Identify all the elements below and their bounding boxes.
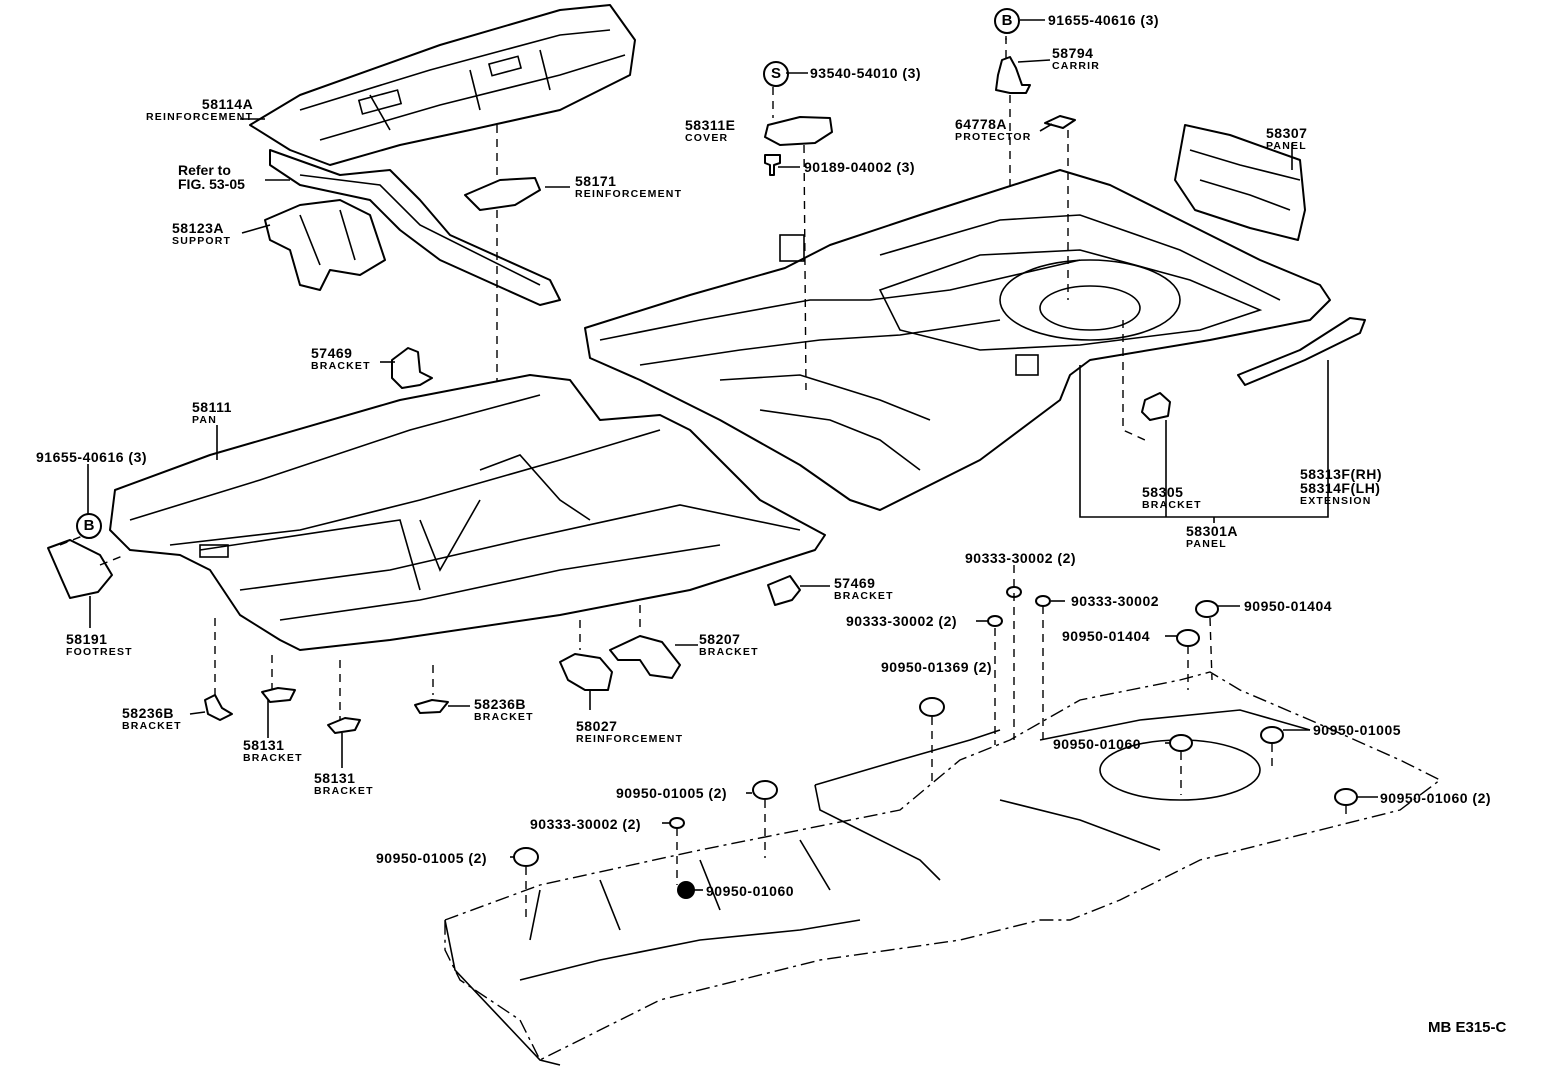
part-57469-bracket-b	[767, 575, 801, 606]
refer-to-note: Refer to FIG. 53-05	[178, 163, 245, 191]
label-90333-b: 90333-30002	[1071, 593, 1160, 609]
symbol-s: S	[763, 61, 789, 87]
label-leaders	[87, 19, 1378, 891]
label-90950-01005-b: 90950-01005 (2)	[616, 785, 728, 801]
label-90950-01404-a: 90950-01404	[1244, 598, 1333, 614]
part-58301A-panel	[584, 169, 1331, 511]
part-58313F-extension	[1237, 317, 1366, 386]
part-58131-bracket-a	[261, 687, 296, 703]
label-90950-01005-c: 90950-01005 (2)	[376, 850, 488, 866]
label-93540: 93540-54010 (3)	[810, 65, 922, 81]
part-90189-bolt	[764, 154, 781, 176]
diagram-code: MB E315-C	[1428, 1019, 1507, 1036]
label-90950-01060-c: 90950-01060	[706, 883, 795, 899]
plug-leaders	[525, 38, 1347, 918]
leader-58305	[1122, 320, 1146, 441]
part-58171-reinforcement	[464, 177, 541, 211]
symbol-b-left: B	[76, 513, 102, 539]
part-58111-pan	[109, 374, 826, 651]
part-58027-reinforcement	[559, 653, 613, 691]
part-58207-bracket	[609, 635, 681, 679]
label-90950-01060-a: 90950-01060	[1053, 736, 1142, 752]
part-58794-carrier	[995, 56, 1031, 94]
bracket-58301A	[1079, 360, 1329, 518]
plugs	[513, 586, 1358, 899]
label-90189: 90189-04002 (3)	[804, 159, 916, 175]
part-58131-bracket-b	[327, 717, 361, 734]
part-58307-panel	[1174, 124, 1306, 241]
part-58191-footrest	[47, 539, 113, 599]
leader-b-footrest	[59, 534, 126, 566]
refer-line-1: Refer to	[178, 162, 231, 178]
label-90950-01060-b: 90950-01060 (2)	[1380, 790, 1492, 806]
label-90950-01404-b: 90950-01404	[1062, 628, 1151, 644]
part-58236B-bracket-b	[414, 699, 449, 714]
part-floor-carpet	[444, 671, 1442, 1066]
label-90333-c: 90333-30002 (2)	[846, 613, 958, 629]
label-90333-d: 90333-30002 (2)	[530, 816, 642, 832]
label-90333-a: 90333-30002 (2)	[965, 550, 1077, 566]
symbol-b-top: B	[994, 8, 1020, 34]
part-64778A-protector	[1044, 115, 1076, 129]
label-90950-01005-a: 90950-01005	[1313, 722, 1402, 738]
label-91655-top: 91655-40616 (3)	[1048, 12, 1160, 28]
part-58123A-support	[264, 199, 386, 291]
label-91655-left: 91655-40616 (3)	[36, 449, 148, 465]
part-58305-bracket	[1141, 392, 1171, 421]
part-58236B-bracket-a	[204, 694, 233, 721]
part-frame-rail	[269, 149, 561, 306]
label-58313F: 58313F(RH)	[1300, 466, 1383, 482]
part-57469-bracket	[391, 347, 433, 389]
part-58311E-cover	[764, 116, 833, 146]
label-58314F: 58314F(LH)EXTENSION	[1300, 480, 1381, 507]
part-58114A-reinforcement	[249, 4, 636, 166]
refer-line-2: FIG. 53-05	[178, 176, 245, 192]
label-90950-01369: 90950-01369 (2)	[881, 659, 993, 675]
